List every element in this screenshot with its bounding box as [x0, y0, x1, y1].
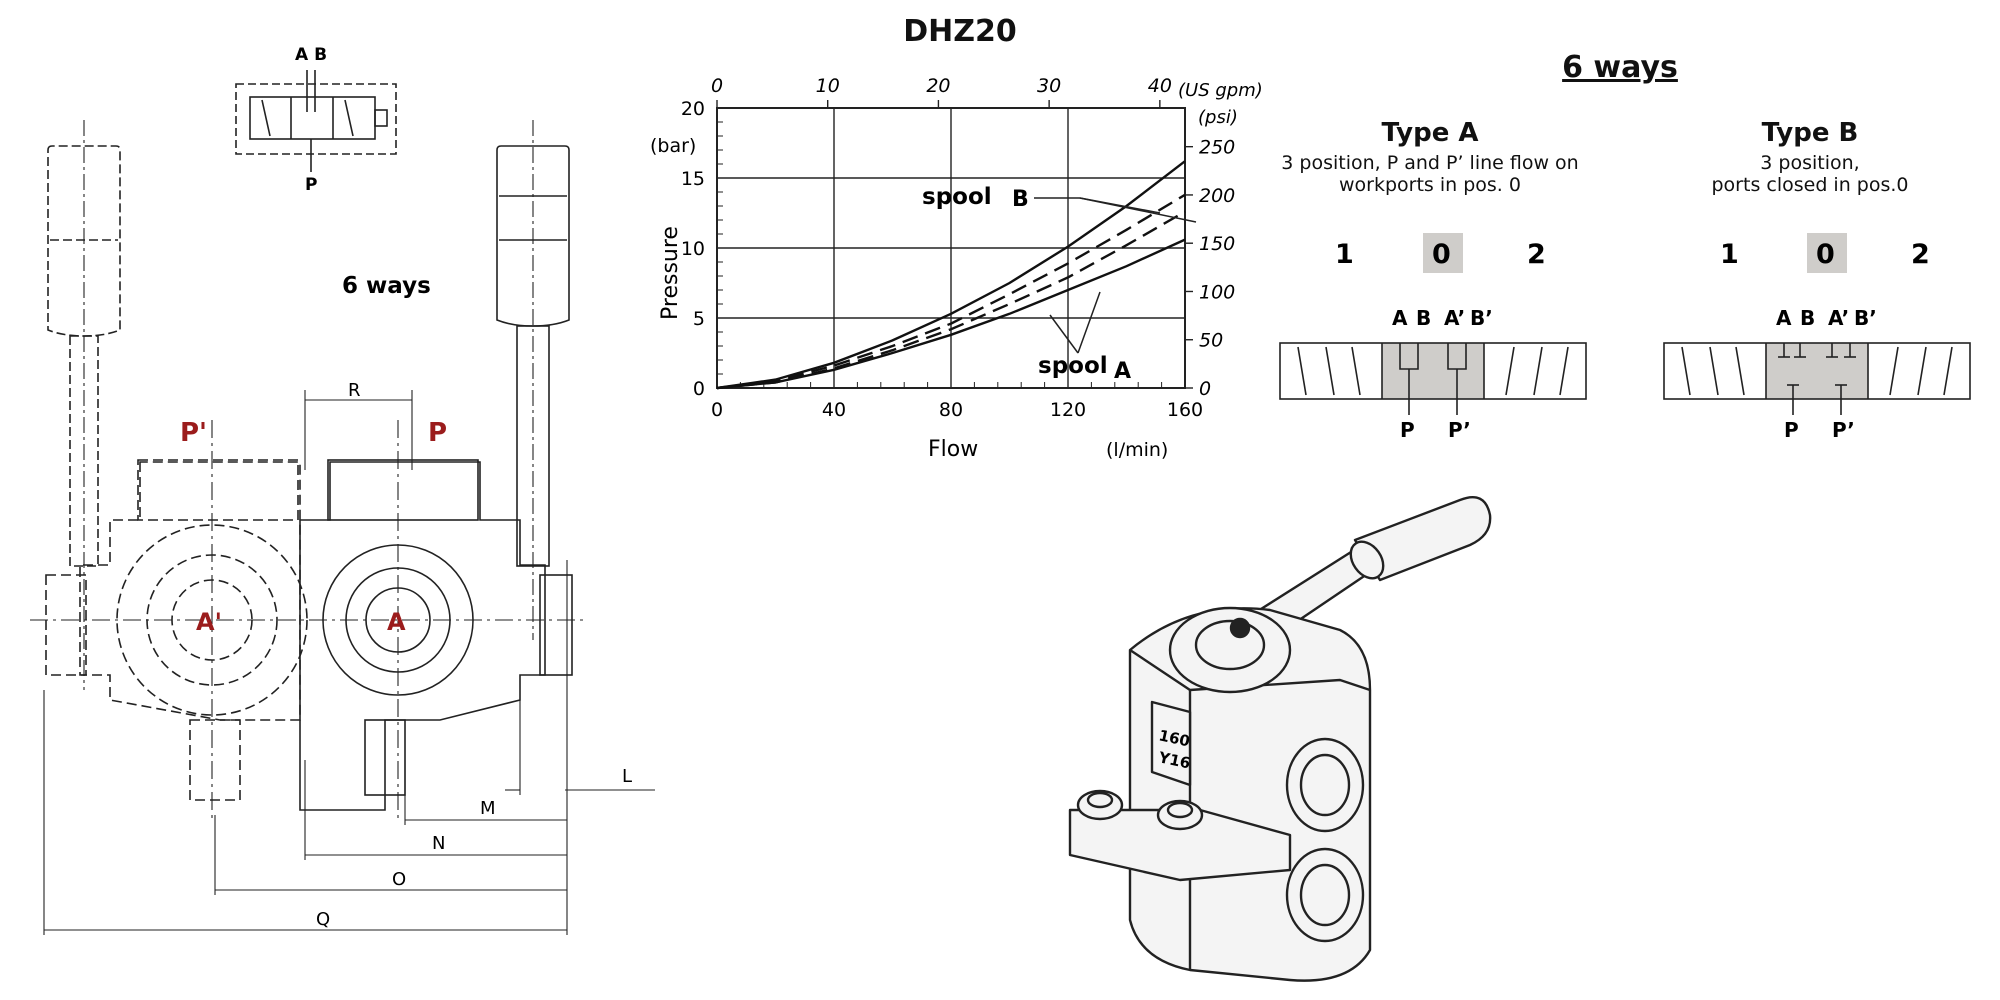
series-line-2	[716, 193, 1186, 390]
right-axis-tick-label: 50	[1199, 330, 1223, 352]
type-b-pos-0: 0	[1816, 239, 1835, 270]
handle-grip	[1353, 495, 1492, 582]
top-axis-tick-label: 40	[1148, 75, 1172, 97]
spool-leader-lines	[1034, 197, 1197, 354]
y-tick-label: 20	[681, 98, 705, 120]
spool-b-label: spool	[922, 184, 992, 210]
type-b-center-block	[1766, 343, 1868, 399]
dim-o-label: O	[392, 869, 406, 890]
series-line-4	[716, 238, 1186, 390]
type-b-pos-0-highlight	[1807, 233, 1847, 273]
top-axis-tick-label: 20	[926, 75, 950, 97]
chart-title: DHZ20	[903, 14, 1017, 49]
type-b-port-p: P	[1784, 418, 1799, 442]
right-axis-tick-label: 250	[1199, 137, 1235, 159]
type-a-symbol: 1 0 2 A B A’ B’	[1279, 233, 1587, 442]
symbol-frame	[235, 83, 397, 155]
symbol-ports-top: A B	[295, 45, 327, 65]
right-axis-tick-label: 200	[1199, 185, 1235, 207]
ways-label: 6 ways	[342, 273, 431, 299]
marking-plate	[1150, 700, 1192, 787]
type-b-symbol: 1 0 2 A B A’ B’	[1663, 233, 1971, 442]
flow-unit-label: (l/min)	[1106, 439, 1168, 461]
type-a-pos-0-highlight	[1423, 233, 1463, 273]
top-axis-tick-label: 30	[1037, 75, 1061, 97]
type-a-center-block	[1382, 343, 1484, 399]
gpm-unit-label: (US gpm)	[1178, 80, 1263, 101]
type-b-desc-line1: 3 position,	[1760, 152, 1860, 174]
y-tick-label: 15	[681, 168, 705, 190]
type-a-title: Type A	[1381, 118, 1479, 148]
dim-m-label: M	[480, 798, 496, 819]
dim-q-label: Q	[316, 909, 330, 930]
type-a-desc-line1: 3 position, P and P’ line flow on	[1281, 152, 1579, 174]
chart-series	[716, 160, 1186, 390]
type-a-pos-2: 2	[1527, 239, 1546, 270]
type-a-port-a: A	[1392, 306, 1408, 330]
spool-b-letter: B	[1012, 187, 1029, 212]
x-tick-label: 160	[1167, 399, 1203, 421]
type-a-port-b: B	[1416, 306, 1431, 330]
y-tick-label: 5	[693, 308, 705, 330]
type-a-pos-0: 0	[1432, 239, 1451, 270]
chart-grid	[716, 100, 1193, 389]
type-b-port-b: B	[1800, 306, 1815, 330]
pressure-axis-label: Pressure	[658, 226, 683, 320]
type-b-port-p-prime: P’	[1832, 418, 1855, 442]
bar-unit-label: (bar)	[650, 135, 696, 157]
series-line-1	[716, 160, 1186, 390]
type-b-pos-1: 1	[1720, 239, 1739, 270]
six-ways-heading: 6 ways	[1562, 50, 1678, 85]
type-a-panel: Type A 3 position, P and P’ line flow on…	[1270, 118, 1590, 196]
dim-r-label: R	[348, 380, 361, 401]
x-tick-label: 40	[822, 399, 846, 421]
y-tick-label: 0	[693, 378, 705, 400]
spool-a-label: spool	[1038, 353, 1108, 379]
type-a-pos-1: 1	[1335, 239, 1354, 270]
psi-unit-label: (psi)	[1198, 107, 1238, 128]
type-b-title: Type B	[1761, 118, 1859, 148]
right-axis-tick-label: 0	[1199, 378, 1211, 400]
spool-a-letter: A	[1114, 359, 1131, 384]
valve-isometric-illustration: 160 Y16	[1068, 495, 1492, 982]
right-axis-tick-label: 150	[1199, 233, 1235, 255]
valve-technical-drawing: A B P 6 ways P' P A' A R L M N O Q	[30, 45, 655, 935]
y-tick-label: 10	[681, 238, 705, 260]
x-tick-label: 80	[939, 399, 963, 421]
top-axis-tick-label: 0	[711, 75, 723, 97]
port-a-label: A	[387, 608, 406, 636]
x-tick-label: 0	[711, 399, 723, 421]
dim-n-label: N	[432, 833, 445, 854]
type-b-panel: Type B 3 position, ports closed in pos.0	[1650, 118, 1970, 196]
type-a-port-p: P	[1400, 418, 1415, 442]
type-b-desc-line2: ports closed in pos.0	[1711, 174, 1909, 196]
dim-l-label: L	[622, 766, 632, 787]
x-tick-label: 120	[1050, 399, 1086, 421]
port-p-prime-label: P'	[180, 418, 207, 448]
type-b-pos-2: 2	[1911, 239, 1930, 270]
symbol-port-bottom: P	[305, 175, 317, 195]
port-a-prime-label: A'	[196, 608, 222, 636]
type-a-port-a-prime: A’	[1444, 306, 1465, 330]
type-b-port-a-prime: A’	[1828, 306, 1849, 330]
type-b-port-b-prime: B’	[1854, 306, 1877, 330]
flow-axis-label: Flow	[928, 437, 978, 462]
top-axis-tick-label: 10	[816, 75, 840, 97]
spool-symbols: 1 0 2 A B A’ B’	[1279, 233, 1971, 442]
type-a-port-p-prime: P’	[1448, 418, 1471, 442]
port-p-label: P	[428, 418, 447, 448]
type-a-desc-line2: workports in pos. 0	[1339, 174, 1521, 196]
type-a-port-b-prime: B’	[1470, 306, 1493, 330]
right-axis-tick-label: 100	[1199, 281, 1235, 303]
drawing-labels: A B P 6 ways P' P A' A R L M N O Q	[180, 45, 632, 930]
type-b-port-a: A	[1776, 306, 1792, 330]
